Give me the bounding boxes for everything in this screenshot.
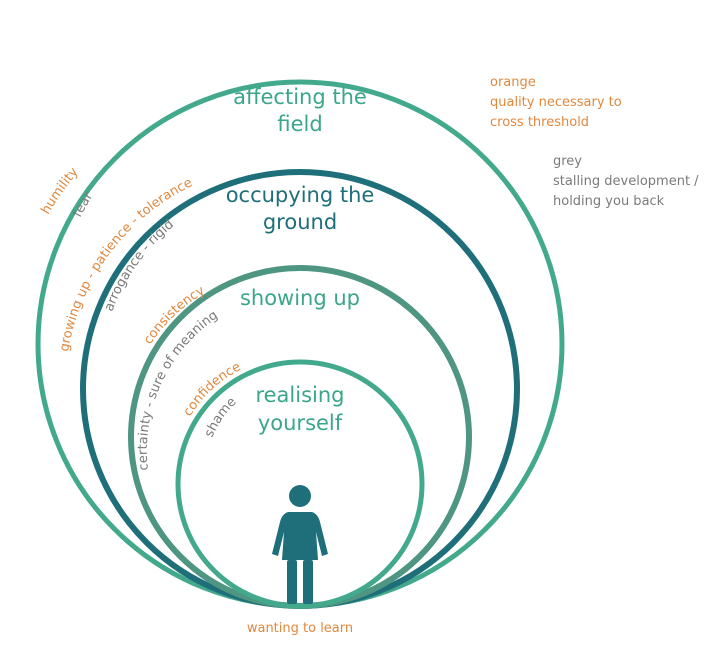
legend-grey-line-2: holding you back [553, 194, 665, 209]
legend-grey-title: grey [553, 154, 582, 169]
ring-outer-title-2: field [277, 112, 322, 136]
ring-outer-title-1: affecting the [233, 85, 367, 109]
legend-grey-line-1: stalling development / [553, 174, 699, 189]
person-icon [272, 485, 328, 604]
legend-orange-title: orange [490, 75, 536, 90]
bottom-label-wanting-to-learn: wanting to learn [247, 621, 353, 636]
ring-inner-title-1: realising [255, 383, 344, 407]
ring-inner-title-2: yourself [258, 411, 343, 435]
ring-third-title: showing up [240, 286, 360, 310]
legend-orange-line-2: cross threshold [490, 115, 589, 130]
ring-second-title-2: ground [263, 210, 337, 234]
arc-label-arrogance: arrogance - rigid [102, 217, 177, 313]
ring-second-title-1: occupying the [226, 183, 375, 207]
legend-orange-line-1: quality necessary to [490, 95, 622, 110]
ring-inner [175, 359, 425, 609]
